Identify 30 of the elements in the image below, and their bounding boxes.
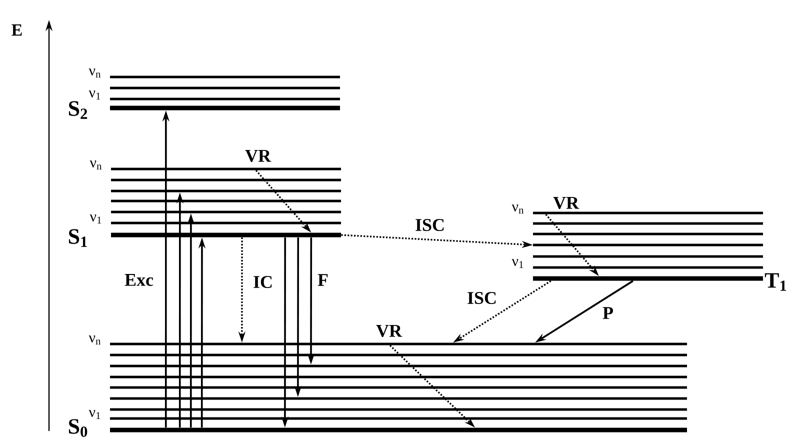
edge-label: P [602,306,614,320]
level-label: ν$_{n}$ [88,335,101,345]
level-label: ν$_{1}$ [88,410,100,420]
level-label: ν$_{n}$ [90,160,102,170]
edge-label: VR [552,196,580,210]
energy-level-line [533,222,763,225]
edge-label: Exc [124,273,154,287]
level-label: ν$_{1}$ [88,90,100,100]
level-label: ν$_{n}$ [88,68,101,78]
edge-label: IC [252,274,274,290]
level-label: ν$_{n}$ [512,204,524,214]
level-label: ν$_{1}$ [512,258,524,268]
energy-level-line [111,178,341,182]
edge-label: F [316,273,330,287]
energy-level-line [533,232,763,236]
edge-label: ISC [466,290,498,306]
state-label: S$_{2}$ [68,101,88,119]
axis-label: E [12,24,22,36]
energy-level-line [110,408,687,411]
edge-label: ISC [414,218,446,232]
state-label: S$_{1}$ [68,229,87,247]
edge-label: VR [375,324,403,338]
energy-level-line [110,86,340,90]
level-label: ν$_{1}$ [90,214,102,224]
energy-level-line [533,255,763,258]
state-label: S$_{0}$ [68,419,88,437]
state-label: T$_{1}$ [764,273,786,291]
edge-label: VR [244,148,272,164]
energy-level-line [110,376,687,378]
energy-level-line [533,244,763,246]
